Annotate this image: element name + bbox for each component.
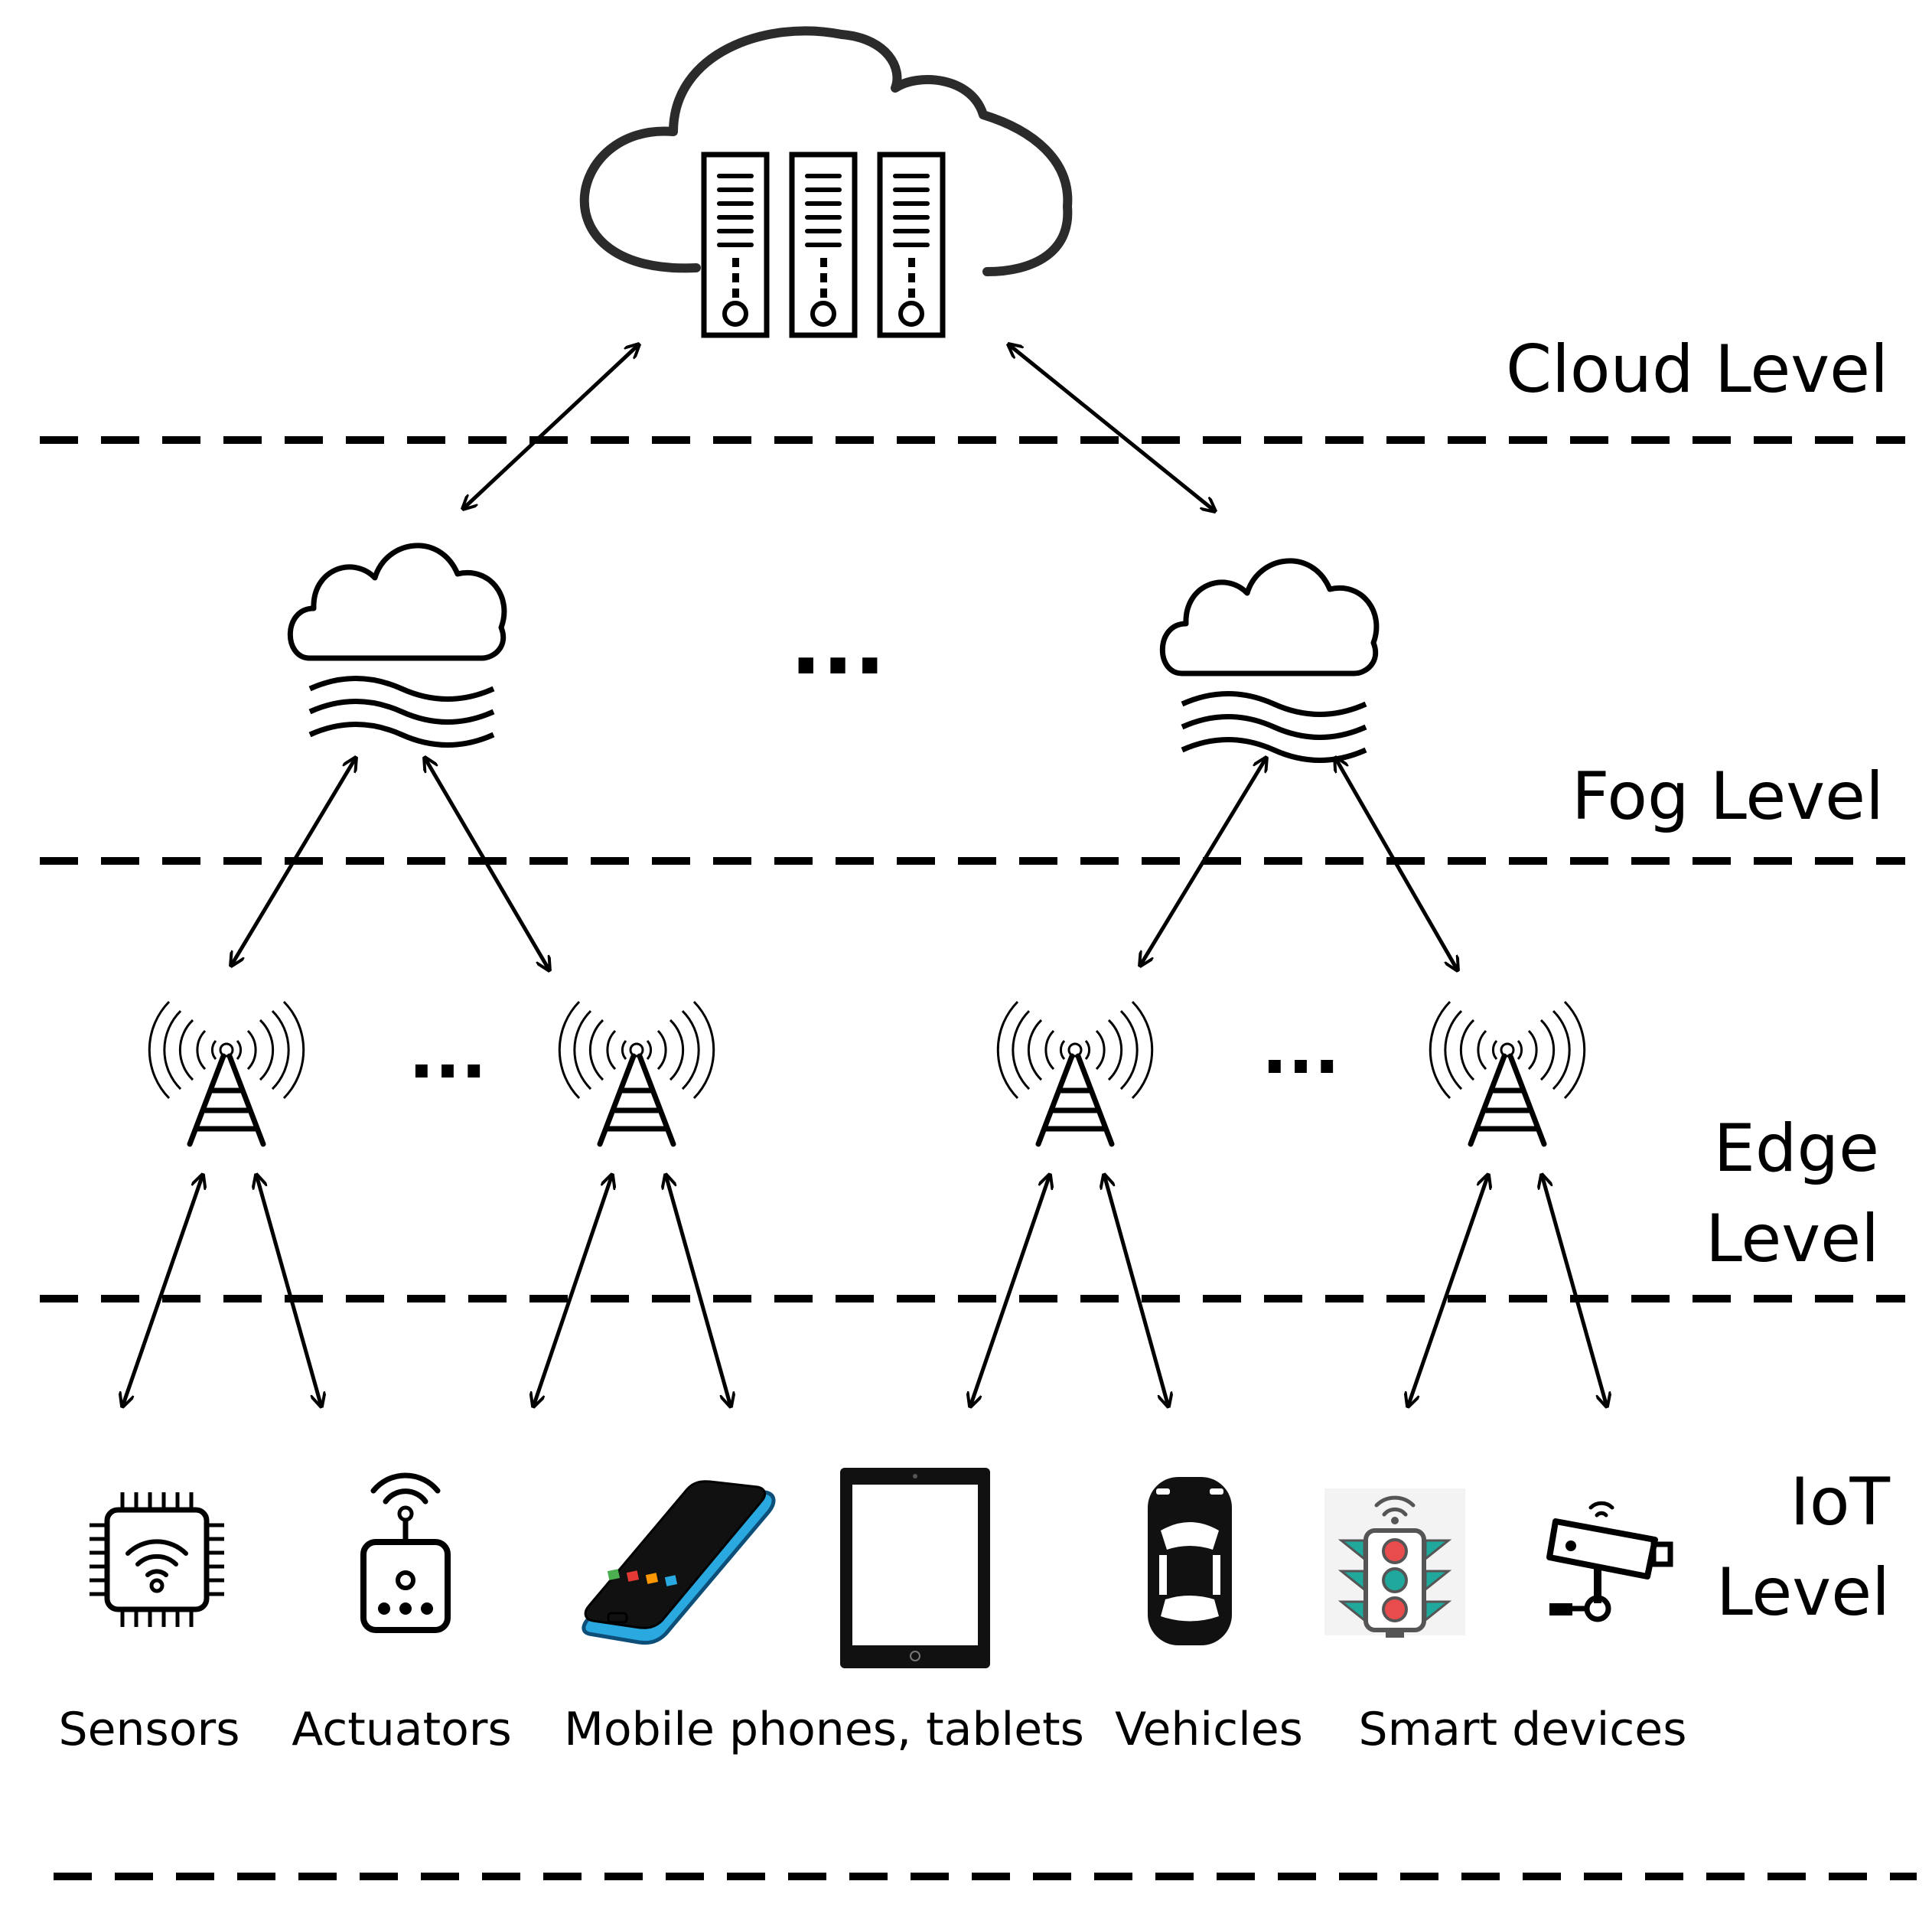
fog-node-left-icon (290, 546, 504, 745)
arrow-edge1-sensors (122, 1175, 203, 1407)
mobile-phone-icon (582, 1480, 776, 1645)
edge-level-label-line1: Edge (1714, 1110, 1879, 1187)
edge-tower-2-icon (559, 1002, 713, 1144)
iot-level-label-line1: IoT (1790, 1464, 1890, 1540)
arrow-edge3-vehicle-a (970, 1175, 1050, 1407)
actuators-label: Actuators (292, 1703, 511, 1756)
arrow-fog2-edge3 (1140, 758, 1266, 966)
iot-level-label-line2: Level (1716, 1554, 1890, 1631)
edge-level-label-line2: Level (1706, 1201, 1879, 1277)
edge-tower-4-icon (1430, 1002, 1584, 1144)
arrow-edge4-smart-b (1542, 1175, 1607, 1407)
arrow-fog2-edge4 (1335, 758, 1458, 970)
sensors-label: Sensors (59, 1703, 240, 1756)
arrow-edge4-smart-a (1408, 1175, 1488, 1407)
vehicle-car-icon (1148, 1477, 1232, 1645)
cloud-datacenter-icon (579, 26, 1073, 335)
vehicles-label: Vehicles (1115, 1703, 1303, 1756)
tablet-icon (840, 1468, 990, 1668)
ellipsis-edge-right: ... (1262, 1009, 1341, 1090)
arrow-edge2-phone (533, 1175, 612, 1407)
arrow-edge1-actuators (256, 1175, 321, 1407)
ellipsis-edge-left: ... (409, 1014, 487, 1094)
cloud-level-label: Cloud Level (1506, 331, 1888, 408)
fog-node-right-icon (1162, 561, 1377, 761)
fog-level-label: Fog Level (1572, 758, 1884, 835)
smart-devices-label: Smart devices (1359, 1703, 1687, 1756)
ellipsis-fog: ... (790, 595, 885, 693)
mobile-tablets-label: Mobile phones, tablets (564, 1703, 1084, 1756)
edge-tower-1-icon (149, 1002, 303, 1144)
cctv-camera-icon (1546, 1501, 1673, 1622)
traffic-light-icon (1324, 1488, 1465, 1638)
arrow-edge3-vehicle-b (1104, 1175, 1168, 1407)
arrow-cloud-fog-left (463, 344, 639, 509)
sensor-chip-icon (90, 1492, 224, 1627)
arrow-edge2-tablet (666, 1175, 731, 1407)
arrow-fog1-edge1 (231, 758, 356, 966)
actuator-icon (360, 1472, 451, 1633)
arrow-cloud-fog-right (1008, 344, 1215, 511)
arrow-fog1-edge2 (425, 758, 549, 970)
edge-tower-3-icon (998, 1002, 1152, 1144)
